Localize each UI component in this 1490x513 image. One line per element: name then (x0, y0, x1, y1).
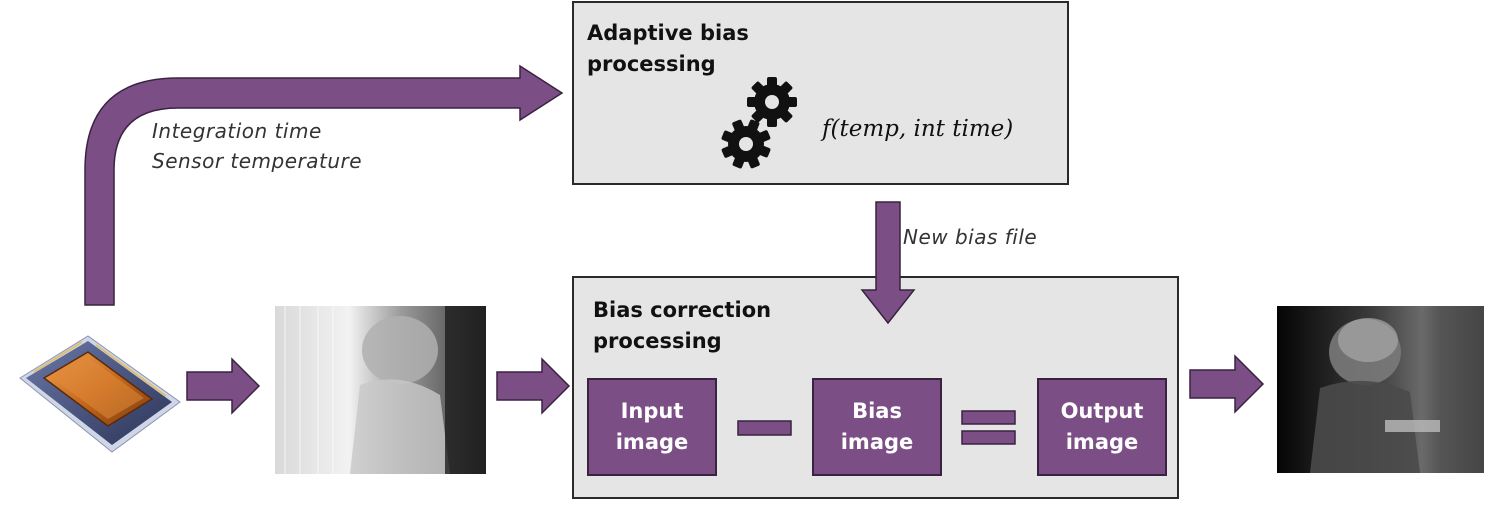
equals-sign-bottom (961, 430, 1016, 445)
raw-thermal-image (275, 306, 486, 474)
minus-sign (737, 420, 792, 436)
bias-image-block: Bias image (812, 378, 942, 476)
adaptive-bias-box (572, 1, 1069, 185)
sensor-to-raw-arrow (186, 357, 261, 415)
correction-to-output-arrow (1189, 354, 1265, 414)
new-bias-file-label: New bias file (903, 225, 1038, 249)
raw-to-correction-arrow (496, 357, 571, 415)
output-image-block: Output image (1037, 378, 1167, 476)
equals-sign-top (961, 410, 1016, 425)
corrected-thermal-image (1277, 306, 1484, 473)
bias-function-formula: f(temp, int time) (822, 116, 1014, 142)
adaptive-box-title: Adaptive bias processing (587, 21, 749, 76)
sensor-chip-icon (19, 335, 181, 453)
gears-icon (721, 77, 797, 169)
sensor-temperature-label: Sensor temperature (152, 149, 363, 173)
input-image-block: Input image (587, 378, 717, 476)
new-bias-file-arrow (860, 201, 916, 325)
sensor-to-adaptive-arrow (84, 64, 564, 306)
integration-time-label: Integration time (152, 119, 322, 143)
correction-box-title: Bias correction processing (593, 298, 772, 353)
